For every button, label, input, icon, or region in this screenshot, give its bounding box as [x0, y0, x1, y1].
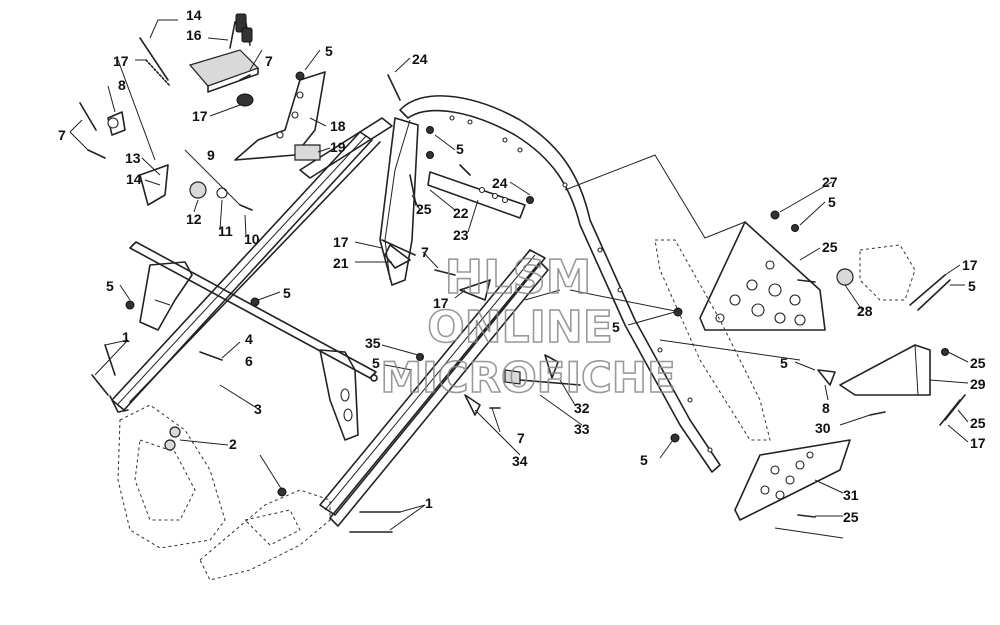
callout-label: 17 — [962, 257, 978, 273]
callout-label: 28 — [857, 303, 873, 319]
callout-label: 33 — [574, 421, 590, 437]
callout-label: 17 — [433, 295, 449, 311]
callout-labels-extra: 5 — [276, 41, 284, 57]
callout-label: 25 — [822, 239, 838, 255]
callout-label: 3 — [254, 401, 262, 417]
callout-label: 24 — [492, 175, 508, 191]
plate-30 — [734, 439, 851, 521]
callout-label: 30 — [815, 420, 831, 436]
callout-label: 5 — [283, 285, 291, 301]
dashed-side-panel — [654, 239, 916, 441]
left-cross-bracket — [139, 261, 193, 331]
upper-steering-rail — [129, 117, 393, 403]
callout-label: 25 — [970, 415, 986, 431]
callout-label: 19 — [330, 139, 346, 155]
lower-diagonal-frame — [319, 249, 549, 527]
callout-label: 11 — [218, 223, 233, 239]
callout-label: 34 — [512, 453, 528, 469]
callout-label: 22 — [453, 205, 469, 221]
callout-label: 24 — [412, 51, 428, 67]
bracket-28 — [839, 344, 931, 396]
callout-label: 4 — [245, 331, 253, 347]
watermark-online: ONLINE — [427, 302, 613, 353]
module-16 — [188, 13, 260, 93]
callout-label: 27 — [822, 174, 838, 190]
callout-label: 2 — [229, 436, 237, 452]
right-cross-bracket — [319, 349, 359, 441]
callout-label: 5 — [640, 452, 648, 468]
left-frame-rail — [109, 131, 373, 413]
callout-label: 14 — [126, 171, 142, 187]
callout-label: 5 — [106, 278, 114, 294]
callout-label: 29 — [970, 376, 986, 392]
callout-label: 17 — [333, 234, 349, 250]
watermark-microfiche: MICROFICHE — [380, 353, 675, 402]
fasteners — [79, 37, 966, 533]
callout-label: 25 — [843, 509, 859, 525]
callout-label: 32 — [574, 400, 590, 416]
callout-label: 7 — [58, 127, 66, 143]
callout-label: 23 — [453, 227, 469, 243]
callout-label: 14 — [186, 7, 202, 23]
plate-26 — [699, 221, 826, 331]
callout-label: 8 — [822, 400, 830, 416]
callout-label: 9 — [207, 147, 215, 163]
callout-label: 5 — [325, 43, 333, 59]
callout-label: 1 — [425, 495, 433, 511]
callout-label: 5 — [612, 319, 620, 335]
reference-lines — [117, 59, 801, 361]
front-chassis — [117, 404, 331, 581]
callout-label: 8 — [118, 77, 126, 93]
callout-label: 35 — [365, 335, 381, 351]
callout-label: 12 — [186, 211, 202, 227]
callout-label: 5 — [456, 141, 464, 157]
callout-label: 17 — [970, 435, 986, 451]
callout-label: 31 — [843, 487, 859, 503]
callout-label: 16 — [186, 27, 202, 43]
callout-label: 7 — [421, 244, 429, 260]
callout-label: 1 — [122, 329, 130, 345]
plate-18 — [234, 71, 326, 161]
leader-lines — [69, 19, 969, 539]
callout-label: 5 — [780, 355, 788, 371]
callout-label: 17 — [192, 108, 208, 124]
callout-label: 5 — [968, 278, 976, 294]
callout-label: 7 — [265, 53, 273, 69]
callout-labels: 14 16 17 7 5 24 8 7 17 18 19 9 13 14 14 … — [58, 7, 986, 525]
callout-label: 17 — [113, 53, 129, 69]
plate-22 — [427, 171, 526, 219]
cross-bar — [129, 241, 378, 382]
callout-label: 7 — [517, 430, 525, 446]
bow-frame — [379, 95, 721, 473]
callout-label: 5 — [828, 194, 836, 210]
callout-label: 21 — [333, 255, 349, 271]
watermark-hlsm: HLSM — [445, 250, 592, 304]
callout-label: 6 — [245, 353, 253, 369]
callout-label: 13 — [125, 150, 141, 166]
callout-label: 18 — [330, 118, 346, 134]
callout-label: 25 — [970, 355, 986, 371]
callout-label: 5 — [372, 355, 380, 371]
callout-label: 10 — [244, 231, 260, 247]
callout-label: 25 — [416, 201, 432, 217]
